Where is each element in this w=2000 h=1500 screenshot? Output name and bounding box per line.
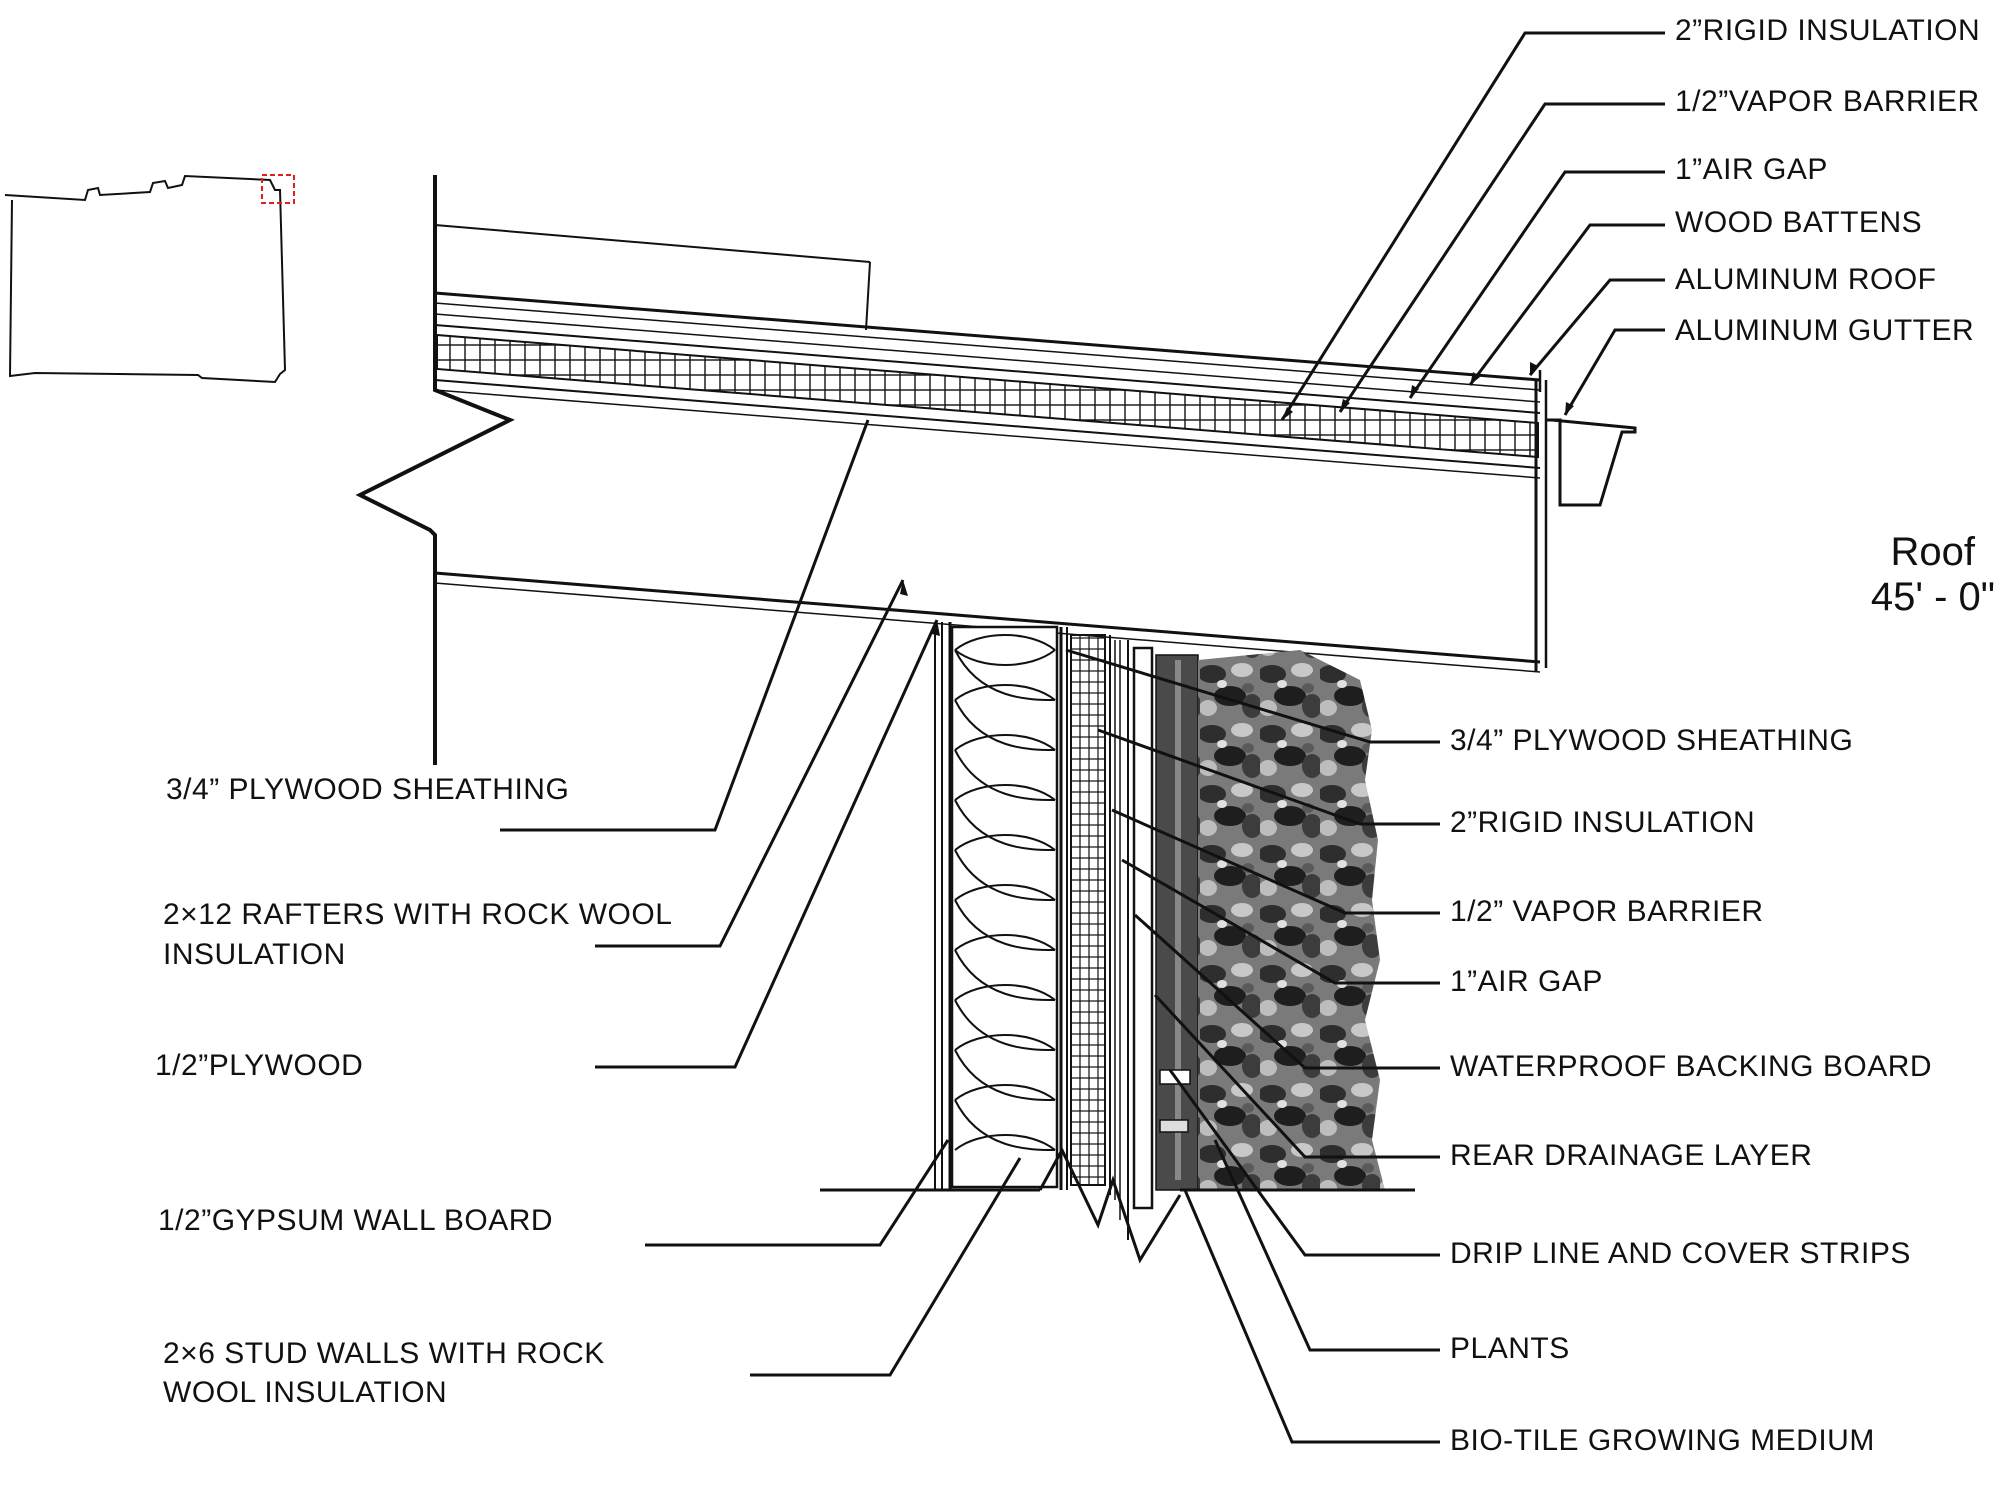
label-rafters-line2: INSULATION: [163, 938, 346, 971]
stud-insulation: [950, 625, 1059, 1189]
label-stud-walls-line2: WOOL INSULATION: [163, 1376, 447, 1409]
left-label-group: 3/4” PLYWOOD SHEATHING 2×12 RAFTERS WITH…: [155, 773, 672, 1409]
label-roof-plywood-sheathing: 3/4” PLYWOOD SHEATHING: [166, 773, 569, 806]
label-plants: PLANTS: [1450, 1332, 1570, 1365]
leader-lines: [500, 31, 1665, 1444]
roof-rigid-insulation: [436, 333, 1539, 459]
wall-rigid-insulation: [1070, 634, 1106, 1186]
level-marker: Roof 45' - 0": [1871, 530, 1995, 619]
label-aluminum-gutter: ALUMINUM GUTTER: [1675, 314, 1974, 347]
label-wall-vapor-barrier: 1/2” VAPOR BARRIER: [1450, 895, 1764, 928]
aluminum-gutter-shape: [1546, 418, 1637, 507]
label-rear-drainage-layer: REAR DRAINAGE LAYER: [1450, 1139, 1812, 1172]
key-plan: [4, 174, 295, 384]
wall-label-group: 3/4” PLYWOOD SHEATHING 2”RIGID INSULATIO…: [1450, 724, 1932, 1457]
label-wood-battens: WOOD BATTENS: [1675, 206, 1922, 239]
level-elevation: 45' - 0": [1871, 575, 1995, 619]
label-drip-line: DRIP LINE AND COVER STRIPS: [1450, 1237, 1911, 1270]
label-wall-plywood-sheathing: 3/4” PLYWOOD SHEATHING: [1450, 724, 1853, 757]
level-name: Roof: [1891, 530, 1976, 574]
leader-arrows: [900, 362, 1574, 636]
plants: [1198, 650, 1385, 1190]
label-waterproof-backing-board: WATERPROOF BACKING BOARD: [1450, 1050, 1932, 1083]
roof-label-group: 2”RIGID INSULATION 1/2”VAPOR BARRIER 1”A…: [1675, 14, 1980, 347]
label-stud-walls-line1: 2×6 STUD WALLS WITH ROCK: [163, 1337, 605, 1370]
label-half-plywood: 1/2”PLYWOOD: [155, 1049, 363, 1082]
label-roof-rigid-insulation: 2”RIGID INSULATION: [1675, 14, 1980, 47]
wall-assembly: [820, 622, 1415, 1264]
drip-line-strip: [1159, 1119, 1189, 1133]
label-aluminum-roof: ALUMINUM ROOF: [1675, 263, 1937, 296]
key-plan-marker: [261, 174, 295, 204]
label-wall-air-gap: 1”AIR GAP: [1450, 965, 1603, 998]
label-rafters-line1: 2×12 RAFTERS WITH ROCK WOOL: [163, 898, 672, 931]
label-roof-vapor-barrier: 1/2”VAPOR BARRIER: [1675, 85, 1980, 118]
waterproof-backing-board: [1132, 646, 1154, 1210]
label-bio-tile-growing-medium: BIO-TILE GROWING MEDIUM: [1450, 1424, 1875, 1457]
label-wall-rigid-insulation: 2”RIGID INSULATION: [1450, 806, 1755, 839]
label-roof-air-gap: 1”AIR GAP: [1675, 153, 1828, 186]
rock-wool-batt: [954, 634, 1056, 1151]
label-gypsum-wall-board: 1/2”GYPSUM WALL BOARD: [158, 1204, 553, 1237]
